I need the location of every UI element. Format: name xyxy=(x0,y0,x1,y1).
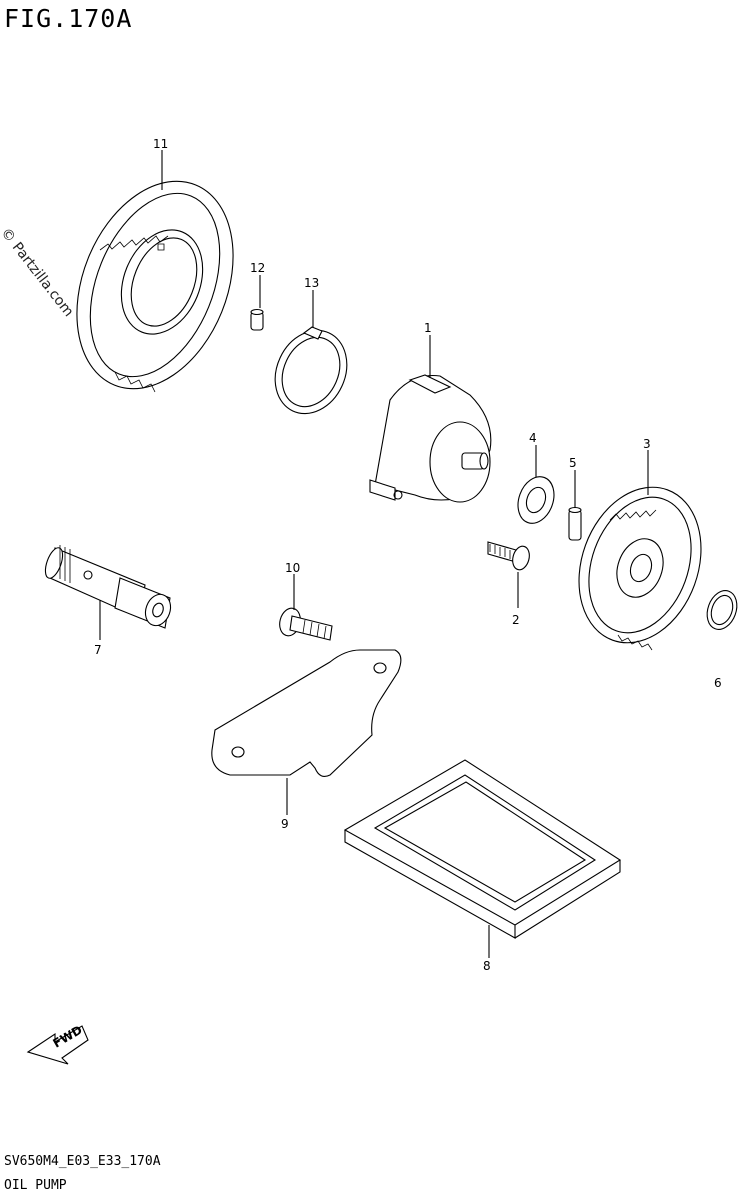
callout-10: 10 xyxy=(285,561,300,575)
callout-11: 11 xyxy=(153,137,168,151)
figure-title: FIG.170A xyxy=(4,4,133,33)
callout-1: 1 xyxy=(424,321,432,335)
part-9-gasket[interactable] xyxy=(211,649,402,777)
part-6-snap-ring[interactable] xyxy=(702,586,739,633)
callout-12: 12 xyxy=(250,261,265,275)
part-2-screw[interactable] xyxy=(487,541,532,572)
fwd-arrow-icon: FWD xyxy=(26,1023,89,1065)
callout-6: 6 xyxy=(714,676,722,690)
part-1-oil-pump[interactable] xyxy=(369,374,492,503)
part-4-washer[interactable] xyxy=(512,472,560,529)
callout-4: 4 xyxy=(529,431,537,445)
part-7-nozzle[interactable] xyxy=(42,545,175,629)
part-10-bolt[interactable] xyxy=(277,606,333,641)
part-13-circlip[interactable] xyxy=(262,319,360,426)
part-3-driven-gear[interactable] xyxy=(558,470,722,660)
callout-13: 13 xyxy=(304,276,319,290)
section-name: OIL PUMP xyxy=(4,1178,67,1193)
callout-7: 7 xyxy=(94,643,102,657)
callout-9: 9 xyxy=(281,817,289,831)
part-5-dowel-pin[interactable] xyxy=(568,506,582,541)
model-code: SV650M4_E03_E33_170A xyxy=(4,1154,161,1169)
part-11-gear[interactable] xyxy=(48,158,262,412)
callout-8: 8 xyxy=(483,959,491,973)
callout-3: 3 xyxy=(643,437,651,451)
part-8-strainer[interactable] xyxy=(343,759,622,939)
callout-5: 5 xyxy=(569,456,577,470)
callout-2: 2 xyxy=(512,613,520,627)
part-12-pin[interactable] xyxy=(250,308,264,331)
